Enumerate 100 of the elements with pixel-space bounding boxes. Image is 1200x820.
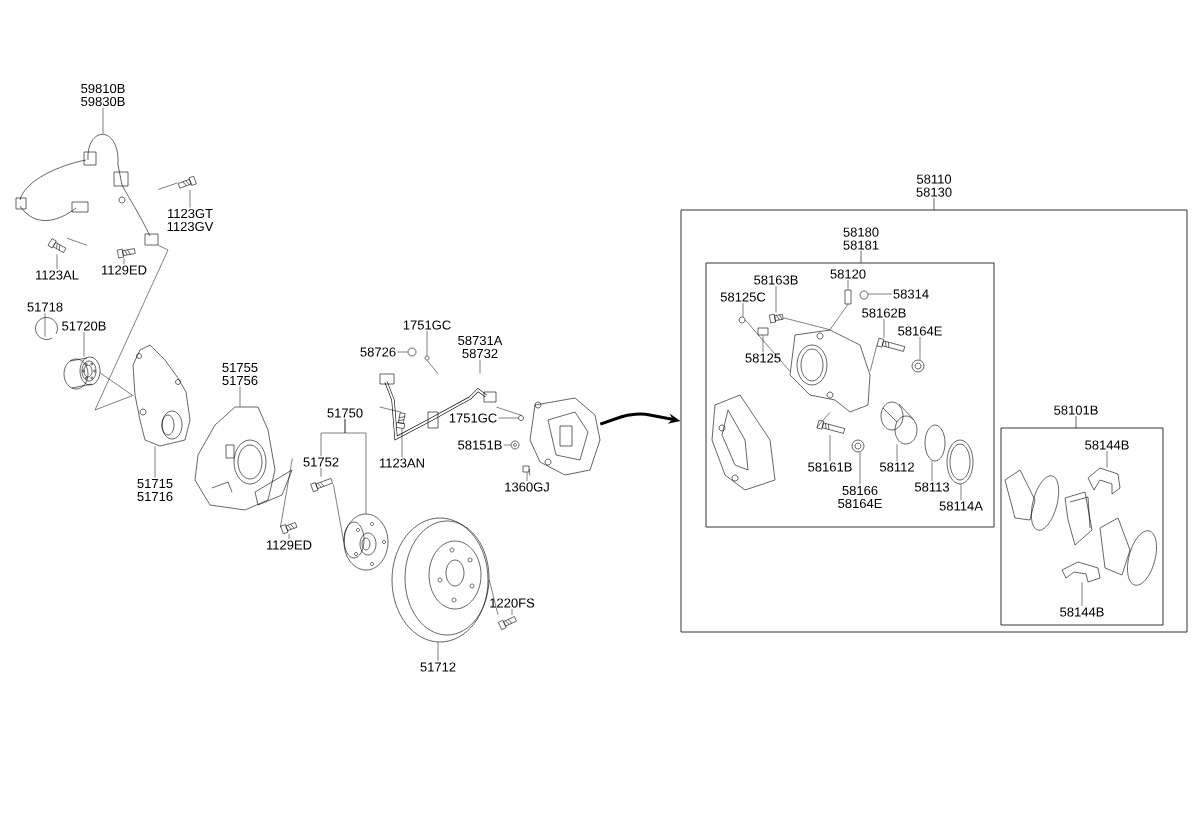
assembly-line <box>94 245 169 411</box>
leader-line <box>829 434 831 462</box>
cap-drawing <box>859 290 869 300</box>
cap-drawing <box>738 316 746 324</box>
assembly-line <box>489 579 499 616</box>
leader-line <box>437 642 439 662</box>
leader-line <box>56 254 58 270</box>
leader-line <box>498 417 519 419</box>
seal-ring-drawing <box>924 424 946 462</box>
bleeder-screw-drawing <box>510 440 520 450</box>
part-number: 58125C <box>720 292 766 302</box>
nut-drawing <box>851 439 865 453</box>
part-number: 58151B <box>458 440 502 450</box>
leader-line <box>896 444 898 462</box>
leader-line <box>919 336 921 360</box>
assembly-line <box>529 468 530 476</box>
brake-disc-drawing <box>391 517 490 643</box>
pad-clip-drawing <box>1087 467 1121 495</box>
leader-line <box>859 452 861 485</box>
caliper-drawing <box>529 397 601 476</box>
hub-drawing <box>343 513 389 571</box>
washer-drawing <box>424 355 430 361</box>
part-number: 58162B <box>862 308 906 318</box>
piston-drawing <box>880 401 918 445</box>
bolt-drawing <box>310 478 333 493</box>
leader-line <box>239 386 241 407</box>
part-number: 58113 <box>914 482 950 492</box>
part-number: 58166 58164E <box>838 485 882 509</box>
assembly-line <box>816 412 831 428</box>
node-label: 58130 <box>916 187 952 197</box>
guide-pin-drawing <box>876 337 906 352</box>
assembly-line <box>745 319 790 372</box>
part-number: 51712 <box>420 662 456 672</box>
assembly-line <box>280 458 293 528</box>
node-label: 58110 <box>916 174 952 184</box>
caliper-bracket-drawing <box>711 394 776 491</box>
part-number: 51752 <box>303 457 339 467</box>
washer-drawing <box>518 415 524 421</box>
cap-drawing <box>522 465 530 473</box>
part-number: 1123GT 1123GV <box>167 208 214 232</box>
leader-line <box>426 330 428 356</box>
bolt-drawing <box>177 175 197 189</box>
bolt-drawing <box>117 248 136 259</box>
snap-ring-drawing <box>35 317 58 340</box>
assembly-line <box>426 360 439 374</box>
part-number: 59810B 59830B <box>81 83 125 107</box>
leader-line <box>931 461 933 482</box>
leader-line <box>1081 582 1083 607</box>
leader-line <box>189 189 191 208</box>
assembly-line <box>158 182 178 190</box>
assembly-line <box>496 406 522 416</box>
part-number: 58125 <box>745 353 781 363</box>
part-number: 58161B <box>808 462 852 472</box>
bushing-drawing <box>757 327 769 336</box>
guide-pin-drawing <box>816 419 846 434</box>
part-number: 58144B <box>1060 607 1104 617</box>
pad-clip-drawing <box>1061 561 1101 583</box>
part-number: 58163B <box>754 275 798 285</box>
part-number: 58112 <box>879 462 914 472</box>
part-number: 51715 51716 <box>137 479 173 502</box>
leader-line <box>288 533 290 540</box>
leader-line <box>1106 450 1108 468</box>
part-number: 58120 <box>830 269 866 279</box>
leader-line <box>868 293 892 295</box>
bolt-drawing <box>47 238 67 253</box>
assembly-line <box>333 484 344 543</box>
leader-line <box>154 446 156 478</box>
node-label: 58181 <box>843 240 879 250</box>
part-number: 51718 <box>27 302 63 312</box>
caliper-housing-drawing <box>789 329 871 413</box>
part-number: 58726 <box>360 347 396 357</box>
leader-line <box>102 107 104 134</box>
assembly-line <box>100 372 133 396</box>
part-number: 58314 <box>893 289 929 299</box>
part-number: 1129ED <box>267 540 312 550</box>
nut-drawing <box>407 347 417 357</box>
part-number: 51720B <box>62 321 106 331</box>
leader-line <box>526 472 528 482</box>
leader-line <box>397 351 408 353</box>
leader-line <box>479 359 481 374</box>
assembly-line <box>783 317 831 330</box>
bearing-drawing <box>63 356 101 390</box>
part-number: 51750 <box>327 408 363 418</box>
nut-drawing <box>911 359 925 373</box>
leader-line <box>401 428 403 458</box>
leader-line <box>344 418 367 514</box>
dust-shield-drawing <box>194 406 293 511</box>
part-number: 58731A 58732 <box>458 335 503 359</box>
part-number: 1220FS <box>490 598 535 608</box>
leader-line <box>123 258 125 265</box>
bolt-drawing <box>498 616 517 630</box>
leader-line <box>960 484 962 501</box>
bleeder-screw-drawing <box>844 289 852 305</box>
leader-line <box>320 467 322 477</box>
leader-line <box>847 279 849 290</box>
part-number: 58144B <box>1085 440 1129 450</box>
part-number: 1123AL <box>36 270 79 280</box>
part-number: 58114A <box>939 501 983 511</box>
leader-line <box>83 331 85 357</box>
assembly-line <box>870 345 877 372</box>
